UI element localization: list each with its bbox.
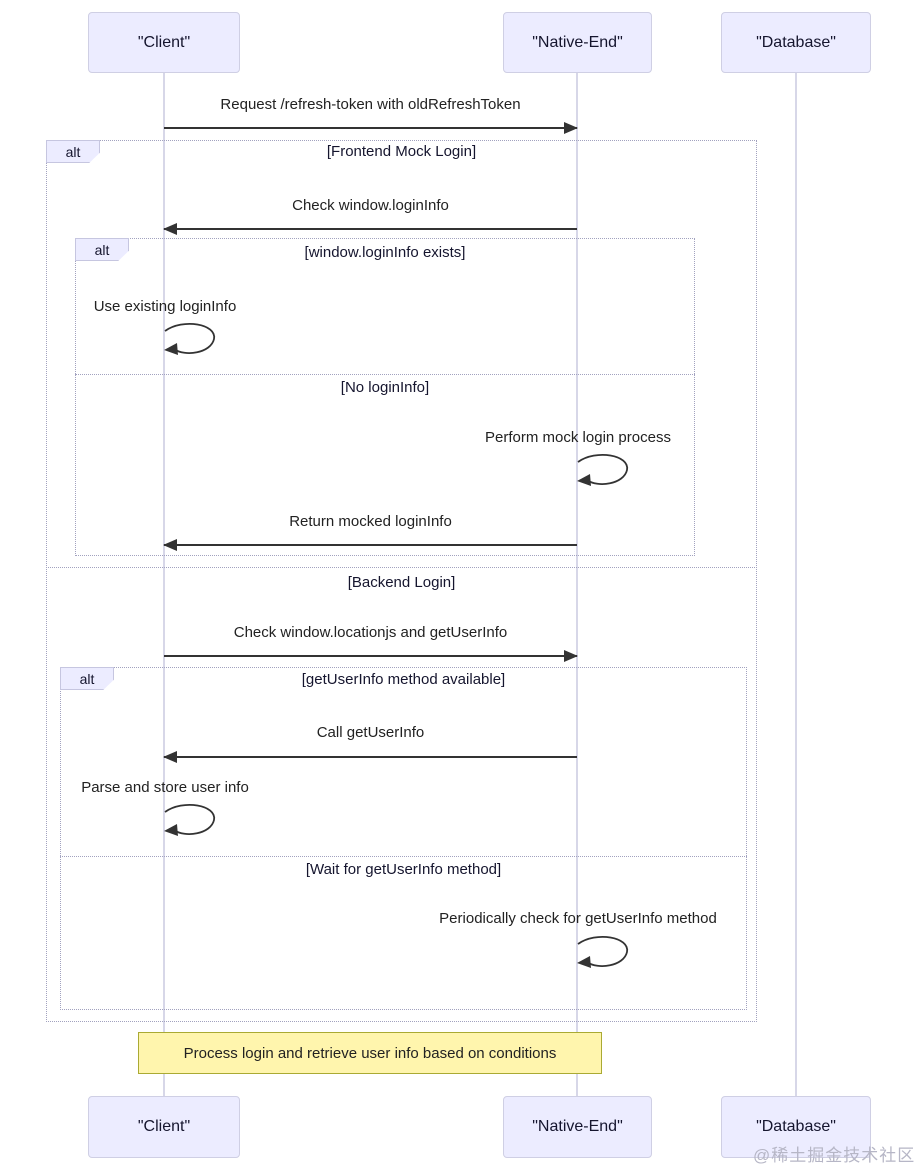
actor-native-end-top: "Native-End" [503,12,652,73]
actor-client-bottom: "Client" [88,1096,240,1158]
alt-label-inner-2: alt [60,667,114,690]
message-check-logininfo: Check window.loginInfo [292,197,449,214]
alt-frame-inner-1 [75,238,695,556]
alt-divider-outer [46,567,757,568]
message-check-locationjs: Check window.locationjs and getUserInfo [233,624,508,641]
arrow-return-mocked [163,539,577,551]
alt-divider-inner-1 [75,374,695,375]
actor-client-top: "Client" [88,12,240,73]
note-text: Process login and retrieve user info bas… [183,1044,557,1062]
actor-database-label: "Database" [756,33,836,51]
condition-getuserinfo-available: [getUserInfo method available] [301,671,506,688]
condition-logininfo-exists: [window.loginInfo exists] [304,244,466,261]
condition-no-logininfo: [No loginInfo] [340,379,430,396]
arrow-check-locationjs [164,650,578,662]
arrow-call-getuserinfo [163,751,577,763]
arrow-check-logininfo [163,223,577,235]
actor-native-end-label: "Native-End" [532,33,623,51]
lifeline-client [163,73,165,1096]
lifeline-native-end [576,73,578,1096]
condition-backend-login: [Backend Login] [347,574,456,591]
actor-client-label: "Client" [137,33,191,51]
actor-client-bottom-label: "Client" [137,1118,191,1135]
actor-native-end-bottom: "Native-End" [503,1096,652,1158]
note-process-login: Process login and retrieve user info bas… [138,1032,602,1074]
actor-database-bottom: "Database" [721,1096,871,1158]
watermark-text: @稀土掘金技术社区 [753,1146,916,1165]
alt-label-outer-text: alt [65,143,81,160]
condition-frontend-mock: [Frontend Mock Login] [326,143,477,160]
alt-label-inner-1-text: alt [94,241,110,258]
message-periodic-check: Periodically check for getUserInfo metho… [439,910,717,927]
actor-native-end-bottom-label: "Native-End" [532,1118,623,1135]
alt-frame-inner-2 [60,667,747,1010]
self-loop-periodic-check [577,936,628,968]
alt-label-inner-1: alt [75,238,129,261]
actor-database-bottom-label: "Database" [756,1118,836,1135]
condition-wait-getuserinfo: [Wait for getUserInfo method] [305,861,502,878]
arrow-request-refresh [164,122,578,134]
message-perform-mock: Perform mock login process [485,429,671,446]
message-return-mocked: Return mocked loginInfo [289,513,452,530]
actor-database-top: "Database" [721,12,871,73]
alt-divider-inner-2 [60,856,747,857]
message-request-refresh: Request /refresh-token with oldRefreshTo… [220,96,521,113]
lifeline-database [795,73,797,1096]
message-call-getuserinfo: Call getUserInfo [316,724,425,741]
alt-label-outer: alt [46,140,100,163]
self-loop-perform-mock [577,454,628,486]
alt-frame-outer [46,140,757,1022]
self-loop-parse-store [164,804,215,836]
alt-label-inner-2-text: alt [79,670,95,687]
self-loop-use-existing [164,323,215,355]
message-parse-store: Parse and store user info [81,779,249,796]
message-use-existing: Use existing loginInfo [93,298,237,315]
